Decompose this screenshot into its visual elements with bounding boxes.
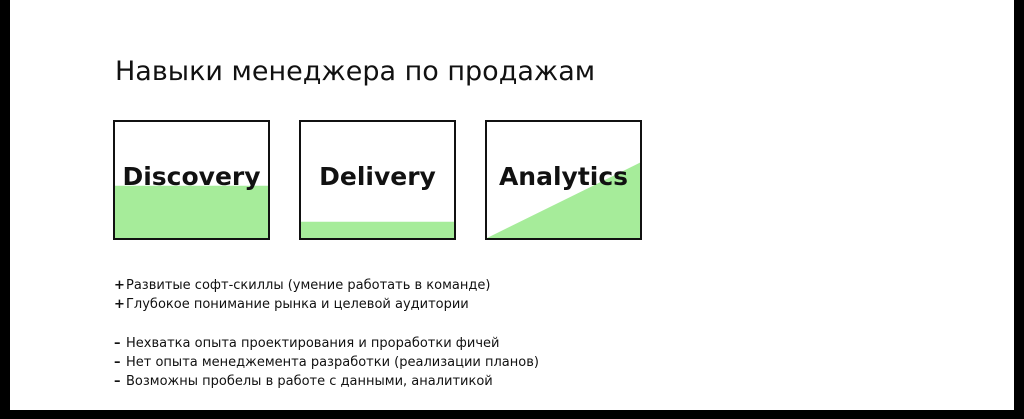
skill-fill-shape [301, 221, 454, 238]
slide-frame: Навыки менеджера по продажам Discovery D… [10, 0, 1014, 410]
skill-fill-shape [115, 185, 268, 238]
cons-list-item: –Нехватка опыта проектирования и прорабо… [114, 334, 539, 353]
skill-card-discovery: Discovery [113, 120, 270, 240]
cons-list: –Нехватка опыта проектирования и прорабо… [114, 334, 539, 391]
cons-item-text: Нет опыта менеджемента разработки (реали… [126, 355, 539, 370]
skill-fill-discovery [115, 185, 268, 238]
plus-marker: + [114, 297, 125, 312]
skill-card-label: Discovery [122, 162, 261, 191]
skill-card-label: Delivery [319, 162, 436, 191]
skill-card-label: Analytics [498, 162, 629, 191]
minus-marker: – [114, 374, 121, 389]
page-title: Навыки менеджера по продажам [115, 56, 596, 87]
pros-list-item: +Глубокое понимание рынка и целевой ауди… [114, 295, 539, 314]
cons-item-text: Нехватка опыта проектирования и проработ… [126, 336, 500, 351]
pros-item-text: Глубокое понимание рынка и целевой аудит… [126, 297, 469, 312]
minus-marker: – [114, 355, 121, 370]
minus-marker: – [114, 336, 121, 351]
plus-marker: + [114, 278, 125, 293]
pros-list-item: +Развитые софт-скиллы (умение работать в… [114, 276, 539, 295]
cons-list-item: –Возможны пробелы в работе с данными, ан… [114, 372, 539, 391]
cons-item-text: Возможны пробелы в работе с данными, ана… [126, 374, 493, 389]
pros-list: +Развитые софт-скиллы (умение работать в… [114, 276, 539, 314]
pros-cons-lists: +Развитые софт-скиллы (умение работать в… [114, 276, 539, 391]
skill-card-analytics: Analytics [485, 120, 642, 240]
skill-fill-analytics [487, 162, 640, 238]
skill-fill-delivery [301, 221, 454, 238]
cons-list-item: –Нет опыта менеджемента разработки (реал… [114, 353, 539, 372]
skill-card-delivery: Delivery [299, 120, 456, 240]
pros-item-text: Развитые софт-скиллы (умение работать в … [126, 278, 491, 293]
